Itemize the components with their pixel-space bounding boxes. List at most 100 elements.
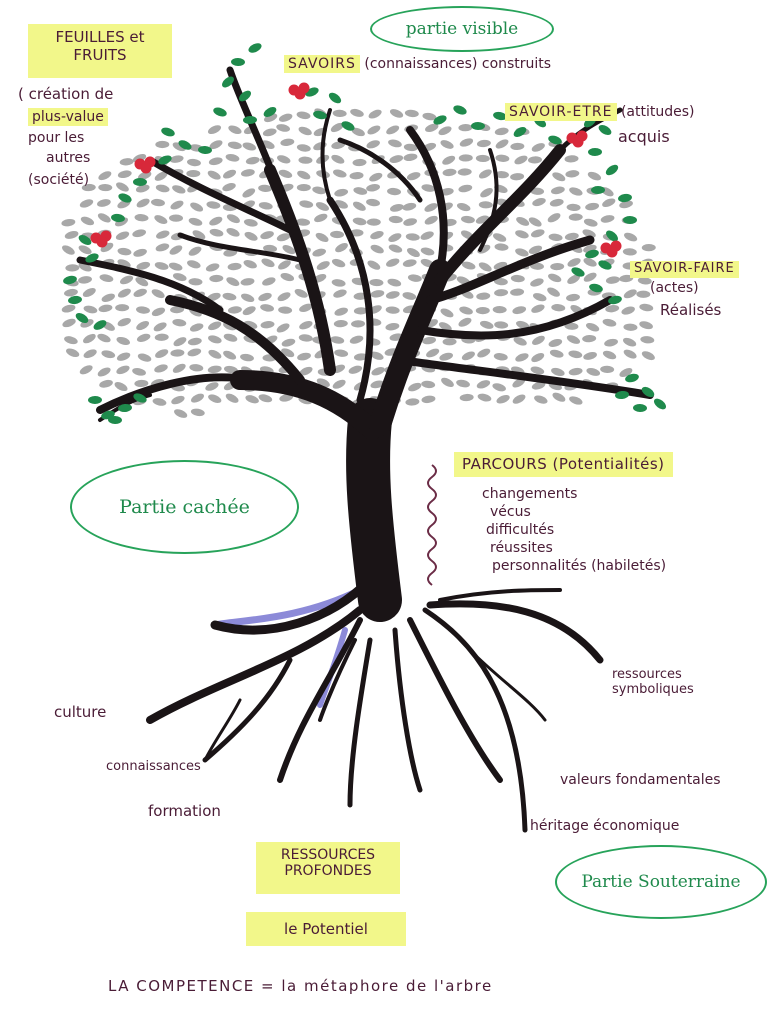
green-leaf xyxy=(231,57,245,67)
grey-leaf xyxy=(222,183,236,192)
root xyxy=(210,575,375,635)
grey-leaf xyxy=(188,217,203,226)
grey-leaf xyxy=(564,322,579,330)
grey-leaf xyxy=(80,216,95,226)
grey-leaf xyxy=(83,305,98,314)
grey-leaf xyxy=(515,353,529,362)
grey-leaf xyxy=(331,258,346,268)
grey-leaf xyxy=(133,248,147,257)
grey-leaf xyxy=(604,338,618,347)
grey-leaf xyxy=(262,277,276,286)
grey-leaf xyxy=(114,382,128,392)
grey-leaf xyxy=(641,351,655,361)
grey-leaf xyxy=(170,306,185,314)
grey-leaf xyxy=(349,335,364,344)
grey-leaf xyxy=(208,321,222,331)
grey-leaf xyxy=(330,230,345,239)
root xyxy=(468,648,547,722)
grey-leaf xyxy=(209,140,223,150)
grey-leaf xyxy=(133,288,147,298)
grey-leaf xyxy=(551,304,566,312)
grey-leaf xyxy=(494,243,509,251)
grey-leaf xyxy=(261,258,275,268)
grey-leaf xyxy=(528,156,542,164)
grey-leaf xyxy=(530,278,544,287)
grey-leaf xyxy=(552,172,566,182)
grey-leaf xyxy=(244,231,258,241)
grey-leaf xyxy=(99,274,114,282)
branch xyxy=(416,296,614,340)
green-leaf xyxy=(591,185,605,195)
grey-leaf xyxy=(390,204,404,212)
resources-box: RESSOURCES PROFONDES xyxy=(256,842,400,894)
green-leaf xyxy=(243,115,257,125)
grey-leaf xyxy=(494,127,509,136)
leaves-text-5: (société) xyxy=(28,172,90,188)
grey-leaf xyxy=(172,273,187,282)
grey-leaf xyxy=(61,304,76,313)
grey-leaf xyxy=(258,292,272,302)
grey-leaf xyxy=(314,213,328,223)
green-leaf xyxy=(239,90,251,102)
grey-leaf xyxy=(136,306,150,314)
savoir-faire-rest: (actes) xyxy=(650,280,699,296)
grey-leaf xyxy=(388,233,402,243)
grey-leaf xyxy=(78,245,92,255)
green-leaf xyxy=(598,260,612,270)
grey-leaf xyxy=(228,125,242,134)
grey-leaf xyxy=(258,184,273,192)
trunk-group xyxy=(76,66,654,622)
root-label-ressources-symboliques: ressources symboliques xyxy=(612,667,752,698)
grey-leaf xyxy=(547,287,560,297)
grey-leaf xyxy=(136,261,151,270)
grey-leaf xyxy=(605,304,620,313)
oval-hidden-label: Partie cachée xyxy=(119,496,250,518)
grey-leaf xyxy=(459,393,474,402)
grey-leaf xyxy=(296,144,311,152)
grey-leaf xyxy=(333,169,347,178)
grey-leaf xyxy=(97,213,111,223)
grey-leaf xyxy=(335,242,348,253)
green-leaf xyxy=(341,121,355,131)
grey-leaf xyxy=(442,338,457,346)
grey-leaf xyxy=(154,171,168,181)
grey-leaf xyxy=(132,229,147,238)
grey-leaf xyxy=(564,155,579,163)
grey-leaf xyxy=(389,155,404,163)
branch xyxy=(434,144,566,286)
grey-leaf xyxy=(64,288,78,297)
leaves-heading-2: FRUITS xyxy=(73,46,127,64)
green-leaf xyxy=(133,393,147,403)
grey-leaf xyxy=(189,323,204,332)
branch xyxy=(165,295,305,385)
grey-leaf xyxy=(209,216,223,226)
grey-leaf xyxy=(351,127,365,137)
grey-leaf xyxy=(258,202,273,210)
grey-leaf xyxy=(440,140,454,149)
branch xyxy=(320,108,332,202)
grey-leaf xyxy=(370,380,385,389)
grey-leaf xyxy=(297,352,311,361)
oval-underground-label: Partie Souterraine xyxy=(581,872,741,892)
grey-leaf xyxy=(169,155,184,163)
grey-leaf xyxy=(97,199,111,207)
grey-leaf xyxy=(208,335,222,344)
green-leaf xyxy=(598,125,612,135)
grey-leaf xyxy=(188,278,203,286)
grey-leaf xyxy=(403,153,418,162)
grey-leaf xyxy=(532,293,547,302)
grey-leaf xyxy=(153,322,167,332)
grey-leaf xyxy=(66,348,80,357)
grey-leaf xyxy=(62,245,75,255)
green-leaf xyxy=(68,295,82,305)
grey-leaf xyxy=(98,171,112,181)
grey-leaf xyxy=(350,108,364,117)
grey-leaf xyxy=(172,185,186,194)
grey-leaf xyxy=(621,306,635,315)
grey-leaf xyxy=(532,335,545,346)
grey-leaf xyxy=(97,367,111,377)
grey-leaf xyxy=(240,293,255,303)
grey-leaf xyxy=(476,292,491,300)
green-leaf xyxy=(63,275,77,285)
grey-leaf xyxy=(116,182,129,192)
